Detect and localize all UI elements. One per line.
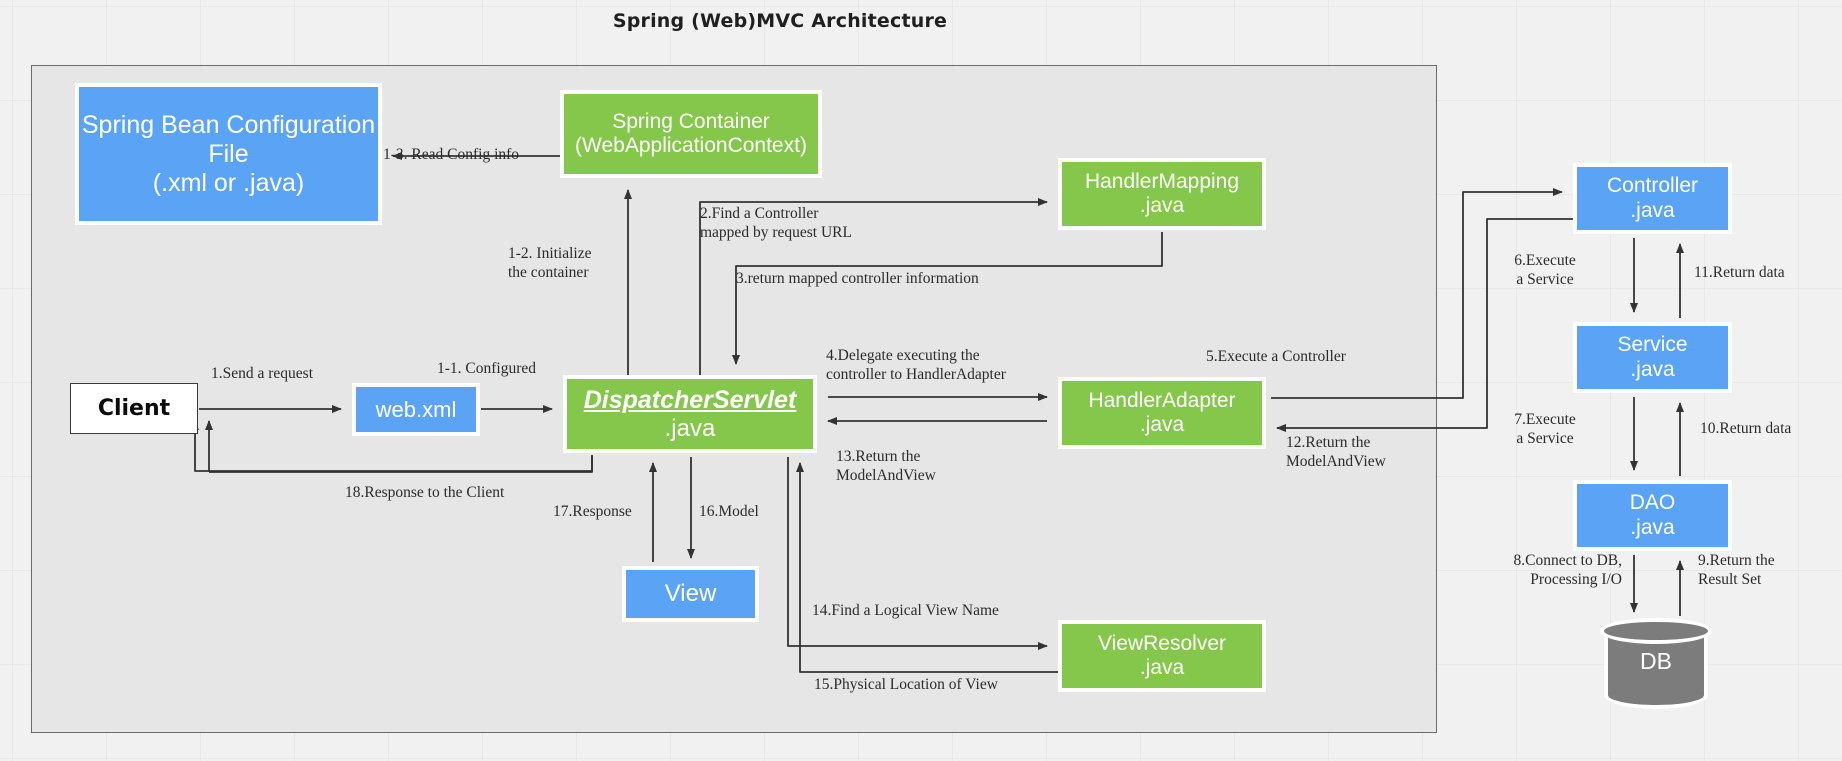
node-handler-adapter[interactable]: HandlerAdapter .java (1058, 377, 1266, 449)
node-label-line1: DB (1640, 648, 1672, 674)
node-label-line2: .java (1139, 413, 1185, 436)
edge-label-18: 18.Response to the Client (345, 484, 505, 501)
node-label-line2: .java (1139, 656, 1185, 679)
node-label-line1: DAO (1629, 491, 1676, 515)
node-label-line2: (.xml or .java) (152, 168, 305, 197)
edge-label-8: 8.Connect to DB, Processing I/O (1513, 552, 1623, 588)
node-label-line1: DispatcherServlet (583, 385, 797, 414)
node-client[interactable]: Client (70, 383, 198, 434)
edge-label-14: 14.Find a Logical View Name (812, 602, 999, 619)
node-dispatcher-servlet[interactable]: DispatcherServlet .java (563, 375, 817, 453)
node-label-line1: Controller (1606, 174, 1699, 198)
node-label-line2: (WebApplicationContext) (575, 134, 807, 157)
edge-label-15: 15.Physical Location of View (814, 676, 998, 693)
edge-label-5: 5.Execute a Controller (1206, 348, 1346, 365)
node-label-line2: .java (664, 414, 716, 442)
node-label-line2: .java (1630, 357, 1675, 381)
edge-label-12: 12.Return the ModelAndView (1286, 434, 1386, 470)
node-spring-container[interactable]: Spring Container (WebApplicationContext) (560, 90, 822, 178)
node-label-line1: Spring Container (612, 109, 770, 133)
node-label-line2: .java (1139, 194, 1185, 217)
node-label-line1: Client (97, 395, 171, 421)
edge-label-16: 16.Model (699, 503, 759, 520)
node-label-line1: Spring Bean Configuration File (81, 110, 376, 168)
node-dao[interactable]: DAO .java (1573, 480, 1732, 551)
edge-label-11: 11.Return data (1694, 264, 1785, 281)
edge-label-7: 7.Execute a Service (1514, 411, 1576, 447)
edge-label-4: 4.Delegate executing the controller to H… (826, 347, 1006, 383)
edge-label-17: 17.Response (553, 503, 632, 520)
node-controller[interactable]: Controller .java (1573, 163, 1732, 234)
edge-label-1-1: 1-1. Configured (437, 360, 537, 377)
node-label-line1: web.xml (375, 396, 457, 422)
node-label-line1: HandlerAdapter (1088, 388, 1236, 412)
edge-label-2: 2.Find a Controller mapped by request UR… (700, 205, 852, 241)
node-label-line1: ViewResolver (1098, 631, 1226, 655)
node-label-line1: View (664, 580, 717, 608)
node-database-cylinder[interactable]: DB (1600, 618, 1712, 714)
edge-label-1-2: 1-2. Initialize the container (508, 245, 592, 281)
edge-label-6: 6.Execute a Service (1514, 252, 1576, 288)
cylinder-top (1600, 618, 1712, 644)
node-spring-bean-configuration-file[interactable]: Spring Bean Configuration File (.xml or … (75, 83, 382, 225)
page-title: Spring (Web)MVC Architecture (612, 10, 948, 32)
node-view-resolver[interactable]: ViewResolver .java (1058, 620, 1266, 692)
node-service[interactable]: Service .java (1573, 322, 1732, 393)
node-web-xml[interactable]: web.xml (352, 383, 480, 436)
node-label-line1: Service (1617, 333, 1688, 357)
node-label-line2: .java (1630, 198, 1675, 222)
edge-label-1: 1.Send a request (211, 365, 314, 382)
node-view[interactable]: View (622, 566, 759, 622)
edge-label-1-3: 1-3. Read Config info (383, 146, 520, 163)
edge-label-10: 10.Return data (1700, 420, 1792, 437)
node-label-line2: .java (1630, 515, 1675, 539)
edge-label-13: 13.Return the ModelAndView (836, 448, 936, 484)
node-handler-mapping[interactable]: HandlerMapping .java (1058, 158, 1266, 230)
edge-label-3: 3.return mapped controller information (736, 270, 979, 287)
node-label-line1: HandlerMapping (1084, 169, 1240, 193)
edge-label-9: 9.Return the Result Set (1698, 552, 1775, 588)
